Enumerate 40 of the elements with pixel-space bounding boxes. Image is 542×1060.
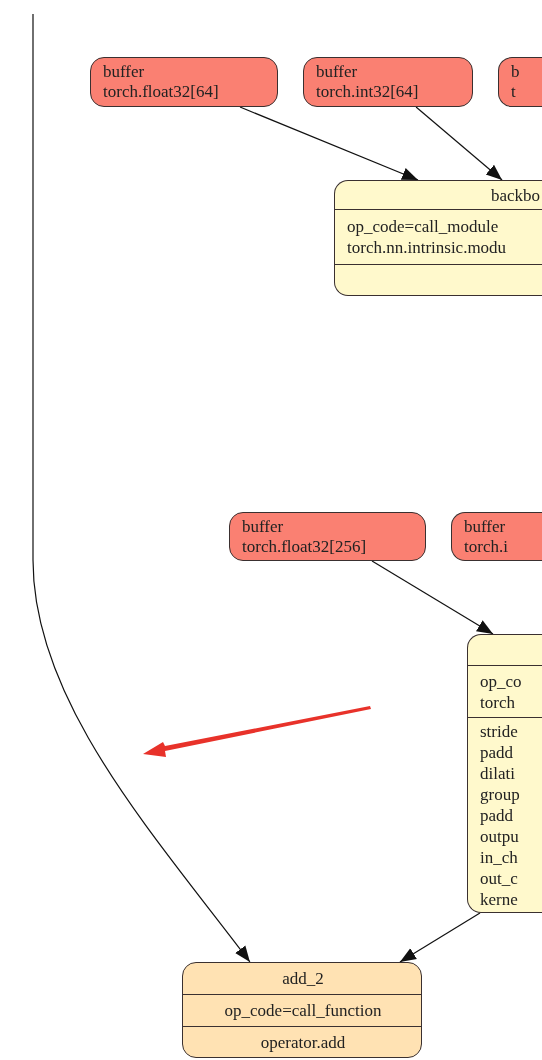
buffer-node [303,57,473,107]
buffer-label: torch.float32[256] [242,536,367,557]
attribute-text: op_code=call_function [224,1000,382,1021]
attribute-text: group [480,783,520,805]
arrow [415,106,503,181]
buffer-label: t [511,82,516,102]
arrow [399,912,481,963]
buffer-label: buffer [464,516,506,537]
attribute-text: padd [480,804,514,826]
attribute-text: outpu [480,825,519,847]
record-node [334,180,542,296]
arrow [239,106,419,181]
node-title: add_2 [282,968,324,989]
record-node [182,962,422,1058]
attribute-text: op_co [480,670,522,692]
attribute-text: out_c [480,867,518,889]
record-node [467,634,542,913]
attribute-text: in_ch [480,846,518,868]
buffer-node [90,57,278,107]
attribute-text: torch [480,691,515,713]
buffer-node [451,512,542,561]
attribute-text: torch.nn.intrinsic.modu [347,237,507,258]
attribute-text: dilati [480,762,515,784]
attribute-text: kerne [480,888,518,910]
buffer-label: buffer [316,62,358,82]
attribute-text: padd [480,741,514,763]
buffer-label: b [511,62,520,82]
buffer-label: buffer [103,62,145,82]
attribute-text: stride [480,720,518,742]
buffer-node [229,512,426,561]
buffer-label: torch.float32[64] [103,82,219,102]
buffer-label: torch.int32[64] [316,82,419,102]
buffer-node [498,57,542,107]
arrow [371,560,494,635]
attribute-text: op_code=call_module [347,216,499,237]
arrow [32,13,251,963]
node-title: backbo [490,184,540,206]
buffer-label: buffer [242,516,284,537]
attribute-text: operator.add [260,1031,346,1053]
buffer-label: torch.i [464,536,508,557]
